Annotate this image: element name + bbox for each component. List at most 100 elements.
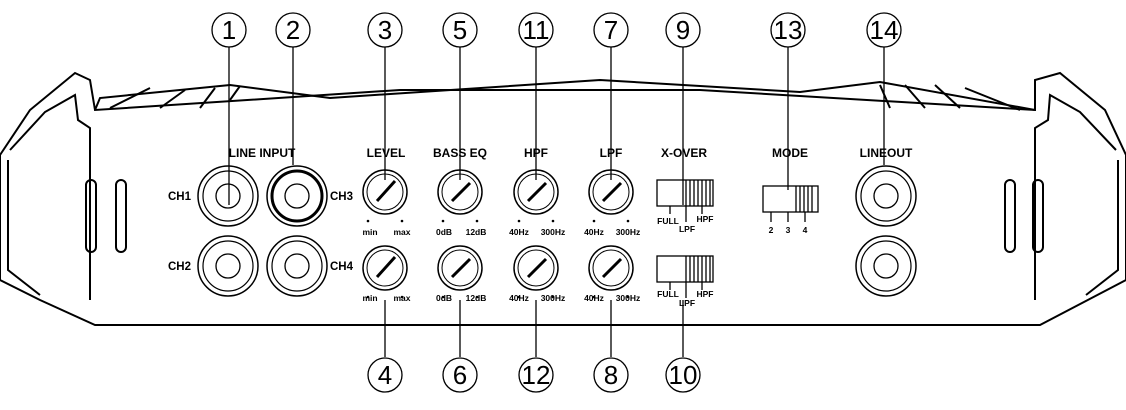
mode-option-2: 2	[769, 225, 774, 235]
knob-level-top	[362, 169, 408, 215]
callout-circles-bottom	[367, 357, 701, 393]
callout-circles-top	[211, 12, 902, 48]
knob-bass-eq-bottom	[437, 245, 483, 291]
knob-lpf-bottom	[588, 245, 634, 291]
bass-max-bottom: 12dB	[466, 293, 487, 303]
callout-1-label: 1	[222, 15, 236, 45]
callout-13	[770, 12, 806, 48]
hpf-min-bottom: 40Hz	[509, 293, 529, 303]
callout-9-label: 9	[676, 15, 690, 45]
callout-4-label: 4	[378, 360, 392, 390]
ch4-label: CH4	[330, 261, 354, 273]
xover-lpf-bottom: LPF	[679, 298, 695, 308]
rca-jack-lineout-2	[855, 235, 917, 297]
knob-scale-labels: min max 0dB 12dB 40Hz 300Hz 40Hz 300Hz m…	[362, 227, 640, 303]
right-slot-1	[1004, 179, 1016, 253]
callout-7	[593, 12, 629, 48]
callout-8	[593, 357, 629, 393]
callout-7-label: 7	[604, 15, 618, 45]
hpf-label: HPF	[524, 146, 548, 160]
ch2-label: CH2	[168, 261, 191, 273]
callout-9	[665, 12, 701, 48]
ch3-label: CH3	[330, 191, 353, 203]
lpf-max-bottom: 300Hz	[616, 293, 641, 303]
callout-11-label: 11	[523, 15, 550, 45]
callout-14	[866, 12, 902, 48]
level-max-bottom: max	[393, 293, 410, 303]
xover-hpf-bottom: HPF	[697, 289, 714, 299]
lpf-min-bottom: 40Hz	[584, 293, 604, 303]
line-input-label: LINE INPUT	[229, 146, 296, 160]
xover-labels: FULL LPF HPF FULL LPF HPF	[657, 214, 713, 308]
xover-full-bottom: FULL	[657, 289, 679, 299]
rca-jacks	[197, 165, 917, 297]
knob-hpf-bottom	[513, 245, 559, 291]
chassis-inner-left	[7, 93, 91, 300]
knob-level-bottom	[362, 245, 408, 291]
callout-numbers-top: 1 2 3 5 11 7 9 13 14	[222, 15, 899, 45]
top-heatsink-strip	[94, 78, 1036, 111]
callout-4	[367, 357, 403, 393]
mode-switch	[762, 185, 819, 222]
xover-full-top: FULL	[657, 216, 679, 226]
left-slot-2	[115, 179, 127, 253]
callout-3-label: 3	[378, 15, 392, 45]
hpf-max-top: 300Hz	[541, 227, 566, 237]
callout-3	[367, 12, 403, 48]
xover-label: X-OVER	[661, 146, 707, 160]
lineout-label: LINEOUT	[860, 146, 913, 160]
level-min-top: min	[362, 227, 377, 237]
knob-hpf-top	[513, 169, 559, 215]
knob-bass-eq-top	[437, 169, 483, 215]
callout-12	[518, 357, 554, 393]
xover-switch-bottom	[656, 255, 714, 298]
callout-2-label: 2	[286, 15, 300, 45]
callout-6-label: 6	[453, 360, 467, 390]
callout-10	[665, 357, 701, 393]
mode-label: MODE	[772, 146, 808, 160]
mode-labels: 2 3 4	[769, 225, 808, 235]
right-slot-2	[1032, 179, 1044, 253]
callout-11	[518, 12, 554, 48]
hpf-min-top: 40Hz	[509, 227, 529, 237]
bass-min-top: 0dB	[436, 227, 452, 237]
lpf-min-top: 40Hz	[584, 227, 604, 237]
knob-lpf-top	[588, 169, 634, 215]
rca-jack-lineout-1	[855, 165, 917, 227]
callout-5-label: 5	[453, 15, 467, 45]
callout-1	[211, 12, 247, 48]
callout-12-label: 12	[522, 360, 551, 390]
top-fins-left	[109, 85, 241, 109]
rca-jack-ch1	[197, 165, 259, 227]
bass-eq-label: BASS EQ	[433, 146, 487, 160]
xover-switches	[656, 179, 714, 298]
left-slot-1	[85, 179, 97, 253]
callout-numbers-bottom: 4 6 12 8 10	[378, 360, 698, 390]
callout-2	[275, 12, 311, 48]
jack-labels: CH1 CH2 CH3 CH4	[168, 191, 354, 273]
level-max-top: max	[393, 227, 410, 237]
rca-jack-ch2	[197, 235, 259, 297]
callout-14-label: 14	[870, 15, 899, 45]
xover-switch-top	[656, 179, 714, 222]
bass-max-top: 12dB	[466, 227, 487, 237]
section-labels: LINE INPUT LEVEL BASS EQ HPF LPF X-OVER …	[229, 146, 913, 160]
xover-hpf-top: HPF	[697, 214, 714, 224]
level-label: LEVEL	[367, 146, 406, 160]
callout-leaders	[228, 47, 885, 357]
chassis-outline	[0, 71, 1126, 326]
xover-lpf-top: LPF	[679, 224, 695, 234]
knobs	[362, 169, 634, 291]
callout-6	[442, 357, 478, 393]
callout-8-label: 8	[604, 360, 618, 390]
chassis-inner-right	[1034, 93, 1119, 300]
ch1-label: CH1	[168, 191, 192, 203]
level-min-bottom: min	[362, 293, 377, 303]
knob-scale-dots	[366, 219, 630, 299]
lpf-max-top: 300Hz	[616, 227, 641, 237]
rca-jack-ch3	[266, 165, 328, 227]
top-fins-right	[879, 84, 1021, 111]
callout-13-label: 13	[774, 15, 803, 45]
